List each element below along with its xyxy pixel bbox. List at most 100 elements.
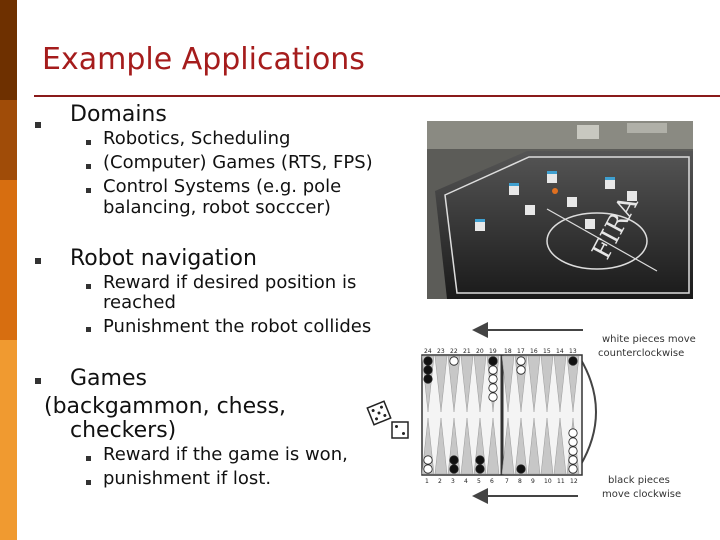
point-number: 18 [504,348,512,355]
checker [449,464,459,474]
point-number: 16 [530,348,538,355]
title-divider [34,95,720,97]
checker [568,356,578,366]
domain-item: (Computer) Games (RTS, FPS) [103,152,373,173]
board-point [486,417,500,475]
direction-curve [579,357,597,467]
point-number: 7 [505,478,509,485]
point-number: 6 [490,478,494,485]
checker [449,455,459,465]
domain-item: Robotics, Scheduling [103,128,291,149]
board-point [514,417,528,475]
checker [568,464,578,474]
checker [568,437,578,447]
point-number: 12 [570,478,578,485]
point-number: 11 [557,478,565,485]
sidebar-band [0,100,17,180]
domain-item-continuation: balancing, robot socccer) [103,197,331,218]
board-point [553,417,567,475]
sub-bullet-marker [86,188,91,193]
checker [516,356,526,366]
navigation-item: Punishment the robot collides [103,316,372,337]
white-caption-line: white pieces move [602,334,696,345]
robot-soccer-photo: FIRA [427,121,693,299]
checker [423,455,433,465]
checker [449,356,459,366]
point-number: 24 [424,348,432,355]
checker [516,365,526,375]
checker [475,464,485,474]
dice-icon [366,400,409,439]
point-number: 9 [531,478,535,485]
games-item: punishment if lost. [103,468,272,489]
board-point [553,355,567,413]
black-caption-line: move clockwise [602,489,681,500]
point-number: 23 [437,348,445,355]
checker [516,464,526,474]
point-number: 17 [517,348,525,355]
point-number: 4 [464,478,468,485]
checker [488,374,498,384]
checker [475,455,485,465]
bullet-marker [35,258,41,264]
checker [568,455,578,465]
white-caption-line: counterclockwise [598,348,684,359]
checker [488,356,498,366]
point-number: 5 [477,478,481,485]
slide-title: Example Applications [42,42,365,77]
sidebar-band [0,180,17,340]
point-number: 1 [425,478,429,485]
bullet-games-label-line: checkers) [70,418,177,443]
bullet-domains-label: Domains [70,102,167,127]
checker [488,392,498,402]
board-point [527,417,541,475]
point-number: 3 [451,478,455,485]
games-item: Reward if the game is won, [103,444,348,465]
checker [423,356,433,366]
navigation-item: Reward if desired position is [103,272,357,293]
black-caption-line: black pieces [608,475,670,486]
board-point [460,417,474,475]
bullet-robot-navigation-label: Robot navigation [70,246,257,271]
sidebar-color-strip [0,0,17,540]
bullet-games-label-line: (backgammon, chess, [44,394,287,419]
board-point [540,417,554,475]
sub-bullet-marker [86,327,91,332]
sidebar-band [0,340,17,540]
board-point [460,355,474,413]
board-point [501,417,515,475]
board-point [473,355,487,413]
checker [488,365,498,375]
board-point [527,355,541,413]
navigation-item-continuation: reached [103,292,176,313]
board-point [434,417,448,475]
bullet-marker [35,378,41,384]
bullet-games-label: Games [70,366,147,391]
point-number: 13 [569,348,577,355]
point-number: 21 [463,348,471,355]
checker [423,365,433,375]
point-number: 2 [438,478,442,485]
board-point [434,355,448,413]
board-point [447,355,461,413]
checker [568,446,578,456]
point-number: 10 [544,478,552,485]
checker [423,374,433,384]
sub-bullet-marker [86,456,91,461]
sub-bullet-marker [86,164,91,169]
point-number: 19 [489,348,497,355]
domain-item: Control Systems (e.g. pole [103,176,342,197]
point-number: 20 [476,348,484,355]
board-point [501,355,515,413]
sub-bullet-marker [86,284,91,289]
sub-bullet-marker [86,480,91,485]
sub-bullet-marker [86,140,91,145]
point-number: 14 [556,348,564,355]
point-number: 22 [450,348,458,355]
point-number: 8 [518,478,522,485]
point-number: 15 [543,348,551,355]
checker [488,383,498,393]
checker [568,428,578,438]
board-point [566,355,580,413]
